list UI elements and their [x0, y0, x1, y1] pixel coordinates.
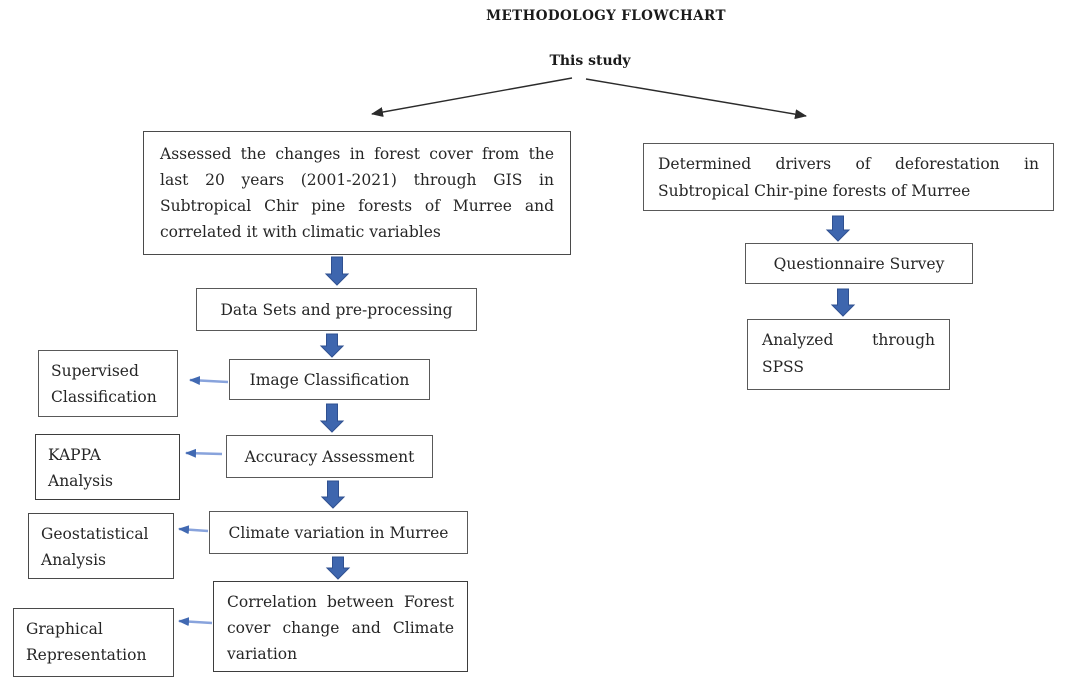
- down-arrow-to-image-classification: [319, 333, 345, 358]
- diagram-title: METHODOLOGY FLOWCHART: [486, 8, 726, 24]
- down-arrow-to-correlation: [325, 556, 351, 580]
- root-node-label: This study: [549, 53, 631, 69]
- side-arrow-to-graphical: [178, 617, 213, 627]
- down-arrow-to-data-sets: [324, 256, 350, 286]
- branch-arrow-left: [371, 77, 573, 117]
- node-right-main: Determined drivers of deforestation in S…: [643, 143, 1054, 211]
- side-arrow-to-supervised: [189, 376, 229, 386]
- down-arrow-to-accuracy-assessment: [319, 403, 345, 433]
- node-geostatistical-analysis: Geostatistical Analysis: [28, 513, 174, 579]
- node-data-sets: Data Sets and pre-processing: [196, 288, 477, 331]
- node-questionnaire-survey: Questionnaire Survey: [745, 243, 973, 284]
- node-accuracy-assessment: Accuracy Assessment: [226, 435, 433, 478]
- node-kappa-analysis: KAPPA Analysis: [35, 434, 180, 500]
- node-climate-variation: Climate variation in Murree: [209, 511, 468, 554]
- side-arrow-to-geostatistical: [178, 525, 209, 535]
- node-image-classification: Image Classification: [229, 359, 430, 400]
- down-arrow-to-climate-variation: [320, 480, 346, 509]
- branch-arrow-right: [585, 78, 807, 120]
- node-correlation: Correlation between Forest cover change …: [213, 581, 468, 672]
- side-arrow-to-kappa: [185, 448, 223, 458]
- node-left-main: Assessed the changes in forest cover fro…: [143, 131, 571, 255]
- node-analyzed-spss: Analyzed through SPSS: [747, 319, 950, 390]
- down-arrow-to-spss: [830, 288, 856, 317]
- node-supervised-classification: Supervised Classification: [38, 350, 178, 417]
- node-graphical-representation: Graphical Representation: [13, 608, 174, 677]
- down-arrow-to-questionnaire: [825, 215, 851, 242]
